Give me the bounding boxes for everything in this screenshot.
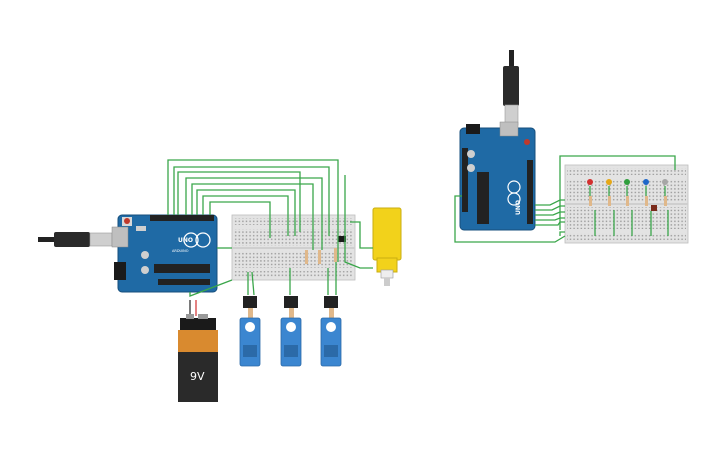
battery-9v[interactable]: 9V <box>178 314 218 402</box>
wires-right <box>454 155 676 243</box>
breadboard-left[interactable] <box>231 214 356 281</box>
arduino-left-model-label: UNO <box>178 237 193 244</box>
led-white[interactable] <box>662 179 668 206</box>
resistor-left-3[interactable] <box>334 248 337 262</box>
resistor-left-2[interactable] <box>318 250 321 264</box>
usb-cable-right[interactable] <box>503 50 519 126</box>
button-right[interactable] <box>651 205 657 211</box>
dc-motor[interactable] <box>372 207 402 286</box>
arduino-right-model-label: UNO <box>515 200 522 215</box>
wires-left <box>167 159 373 297</box>
arduino-uno-right[interactable]: UNO <box>459 121 536 231</box>
resistor-left-1[interactable] <box>305 250 308 264</box>
arduino-uno-left[interactable]: UNO ARDUINO <box>111 214 218 293</box>
led-orange[interactable] <box>606 179 612 206</box>
battery-label: 9V <box>190 370 205 383</box>
led-green[interactable] <box>624 179 630 206</box>
usb-cable-left[interactable] <box>38 232 113 247</box>
arduino-left-brand-label: ARDUINO <box>172 249 189 253</box>
servo-3[interactable] <box>320 296 342 367</box>
servo-2[interactable] <box>280 296 302 367</box>
servo-1[interactable] <box>239 296 261 367</box>
transistor-left[interactable] <box>338 236 346 242</box>
led-red[interactable] <box>587 179 593 206</box>
led-blue[interactable] <box>643 179 649 206</box>
